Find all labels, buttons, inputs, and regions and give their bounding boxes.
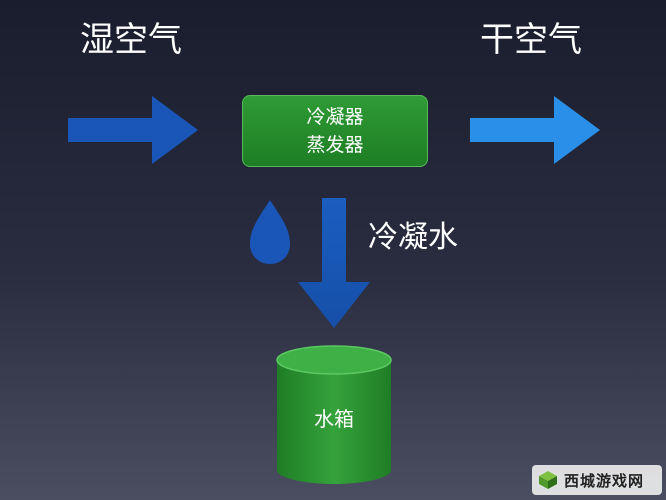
input-arrow <box>68 96 198 164</box>
input-air-label: 湿空气 <box>80 20 182 60</box>
water-tank <box>276 345 392 484</box>
watermark-text: 西城游戏网 <box>564 471 645 490</box>
output-air-label: 干空气 <box>480 20 582 60</box>
tank-label: 水箱 <box>314 407 354 431</box>
unit-line-evaporator: 蒸发器 <box>306 134 364 156</box>
output-arrow <box>470 96 600 164</box>
condensate-arrow <box>298 198 370 328</box>
condensate-label: 冷凝水 <box>368 220 458 255</box>
unit-line-condenser: 冷凝器 <box>306 106 364 128</box>
cube-logo-icon <box>539 471 557 489</box>
water-drop-icon <box>250 200 290 264</box>
condenser-evaporator-unit: 冷凝器 蒸发器 <box>242 95 428 167</box>
watermark: 西城游戏网 <box>532 465 662 495</box>
